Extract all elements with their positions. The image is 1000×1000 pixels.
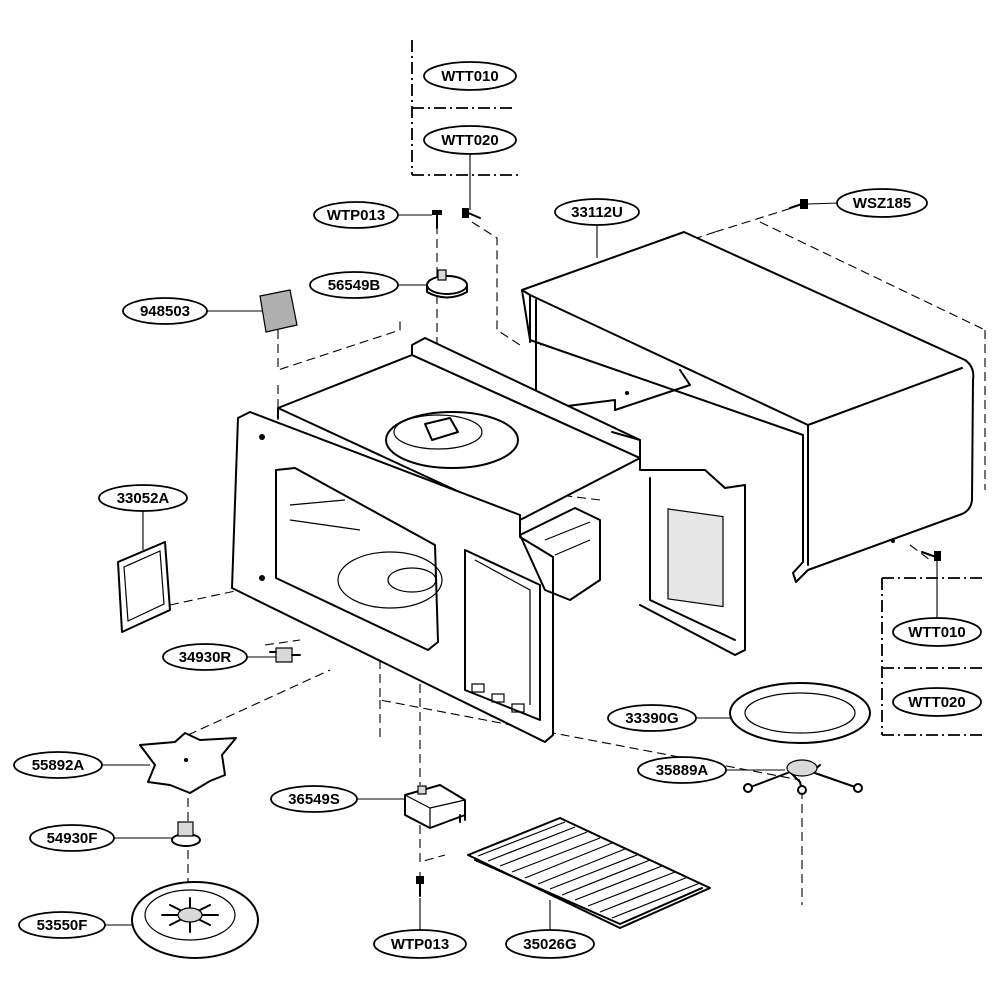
cover-33052a	[117, 541, 171, 633]
callout-33052a: 33052A	[98, 484, 188, 512]
callout-label: WTP013	[327, 207, 385, 224]
screw-wtt020-top	[462, 208, 481, 219]
callout-wtt010-top: WTT010	[423, 61, 517, 91]
roller-53550f	[131, 881, 259, 959]
callout-label: WTP013	[391, 936, 449, 953]
screw-group-bracket-right	[881, 577, 982, 736]
callout-wsz185: WSZ185	[836, 188, 928, 218]
screw-wtp013-bottom	[416, 876, 424, 897]
screw-wtt010-right	[921, 551, 941, 561]
callout-label: WSZ185	[853, 195, 911, 212]
callout-label: 53550F	[37, 917, 88, 934]
main-chassis	[231, 337, 746, 743]
outer-case	[521, 231, 975, 583]
callout-label: 35026G	[523, 936, 576, 953]
screw-wsz185	[789, 199, 808, 209]
coupler-54930f	[171, 821, 201, 847]
callout-label: 33390G	[625, 710, 678, 727]
callout-948503: 948503	[122, 297, 208, 325]
roller-ring-35889a	[743, 759, 863, 795]
screw-wtp013-top	[432, 210, 442, 229]
switch-34930r	[269, 647, 301, 663]
coupler-55892a	[139, 732, 237, 794]
motor-36549s	[404, 784, 466, 829]
callout-wtt010-right: WTT010	[892, 617, 982, 647]
leader-lines	[101, 152, 938, 930]
motor-56549b	[426, 269, 468, 299]
callout-label: WTT020	[908, 694, 966, 711]
callout-56549b: 56549B	[309, 271, 399, 299]
callout-label: 55892A	[32, 757, 85, 774]
callout-54930f: 54930F	[29, 824, 115, 852]
callout-label: 33112U	[571, 204, 623, 221]
callout-36549s: 36549S	[270, 785, 358, 813]
callout-label: 35889A	[656, 762, 709, 779]
callout-label: 56549B	[328, 277, 381, 294]
callout-label: WTT010	[908, 624, 966, 641]
callout-wtt020-top: WTT020	[423, 125, 517, 155]
callout-wtp013-top: WTP013	[313, 201, 399, 229]
callout-label: 54930F	[47, 830, 98, 847]
callout-label: 34930R	[179, 649, 232, 666]
callout-label: 36549S	[288, 791, 340, 808]
screw-group-bracket-top	[411, 40, 520, 176]
callout-label: WTT010	[441, 68, 499, 85]
callout-55892a: 55892A	[13, 751, 103, 779]
callout-wtt020-right: WTT020	[892, 687, 982, 717]
callout-wtp013-bottom: WTP013	[373, 929, 467, 959]
rack-35026g	[467, 817, 711, 929]
callout-33112u: 33112U	[554, 198, 640, 226]
callout-34930r: 34930R	[162, 643, 248, 671]
callout-53550f: 53550F	[18, 911, 106, 939]
callout-35026g: 35026G	[505, 929, 595, 959]
callout-35889a: 35889A	[637, 756, 727, 784]
tray-33390g	[729, 682, 871, 744]
callout-label: WTT020	[441, 132, 499, 149]
part-948503	[259, 289, 298, 333]
callout-label: 33052A	[117, 490, 170, 507]
callout-33390g: 33390G	[607, 704, 697, 732]
callout-label: 948503	[140, 303, 190, 320]
